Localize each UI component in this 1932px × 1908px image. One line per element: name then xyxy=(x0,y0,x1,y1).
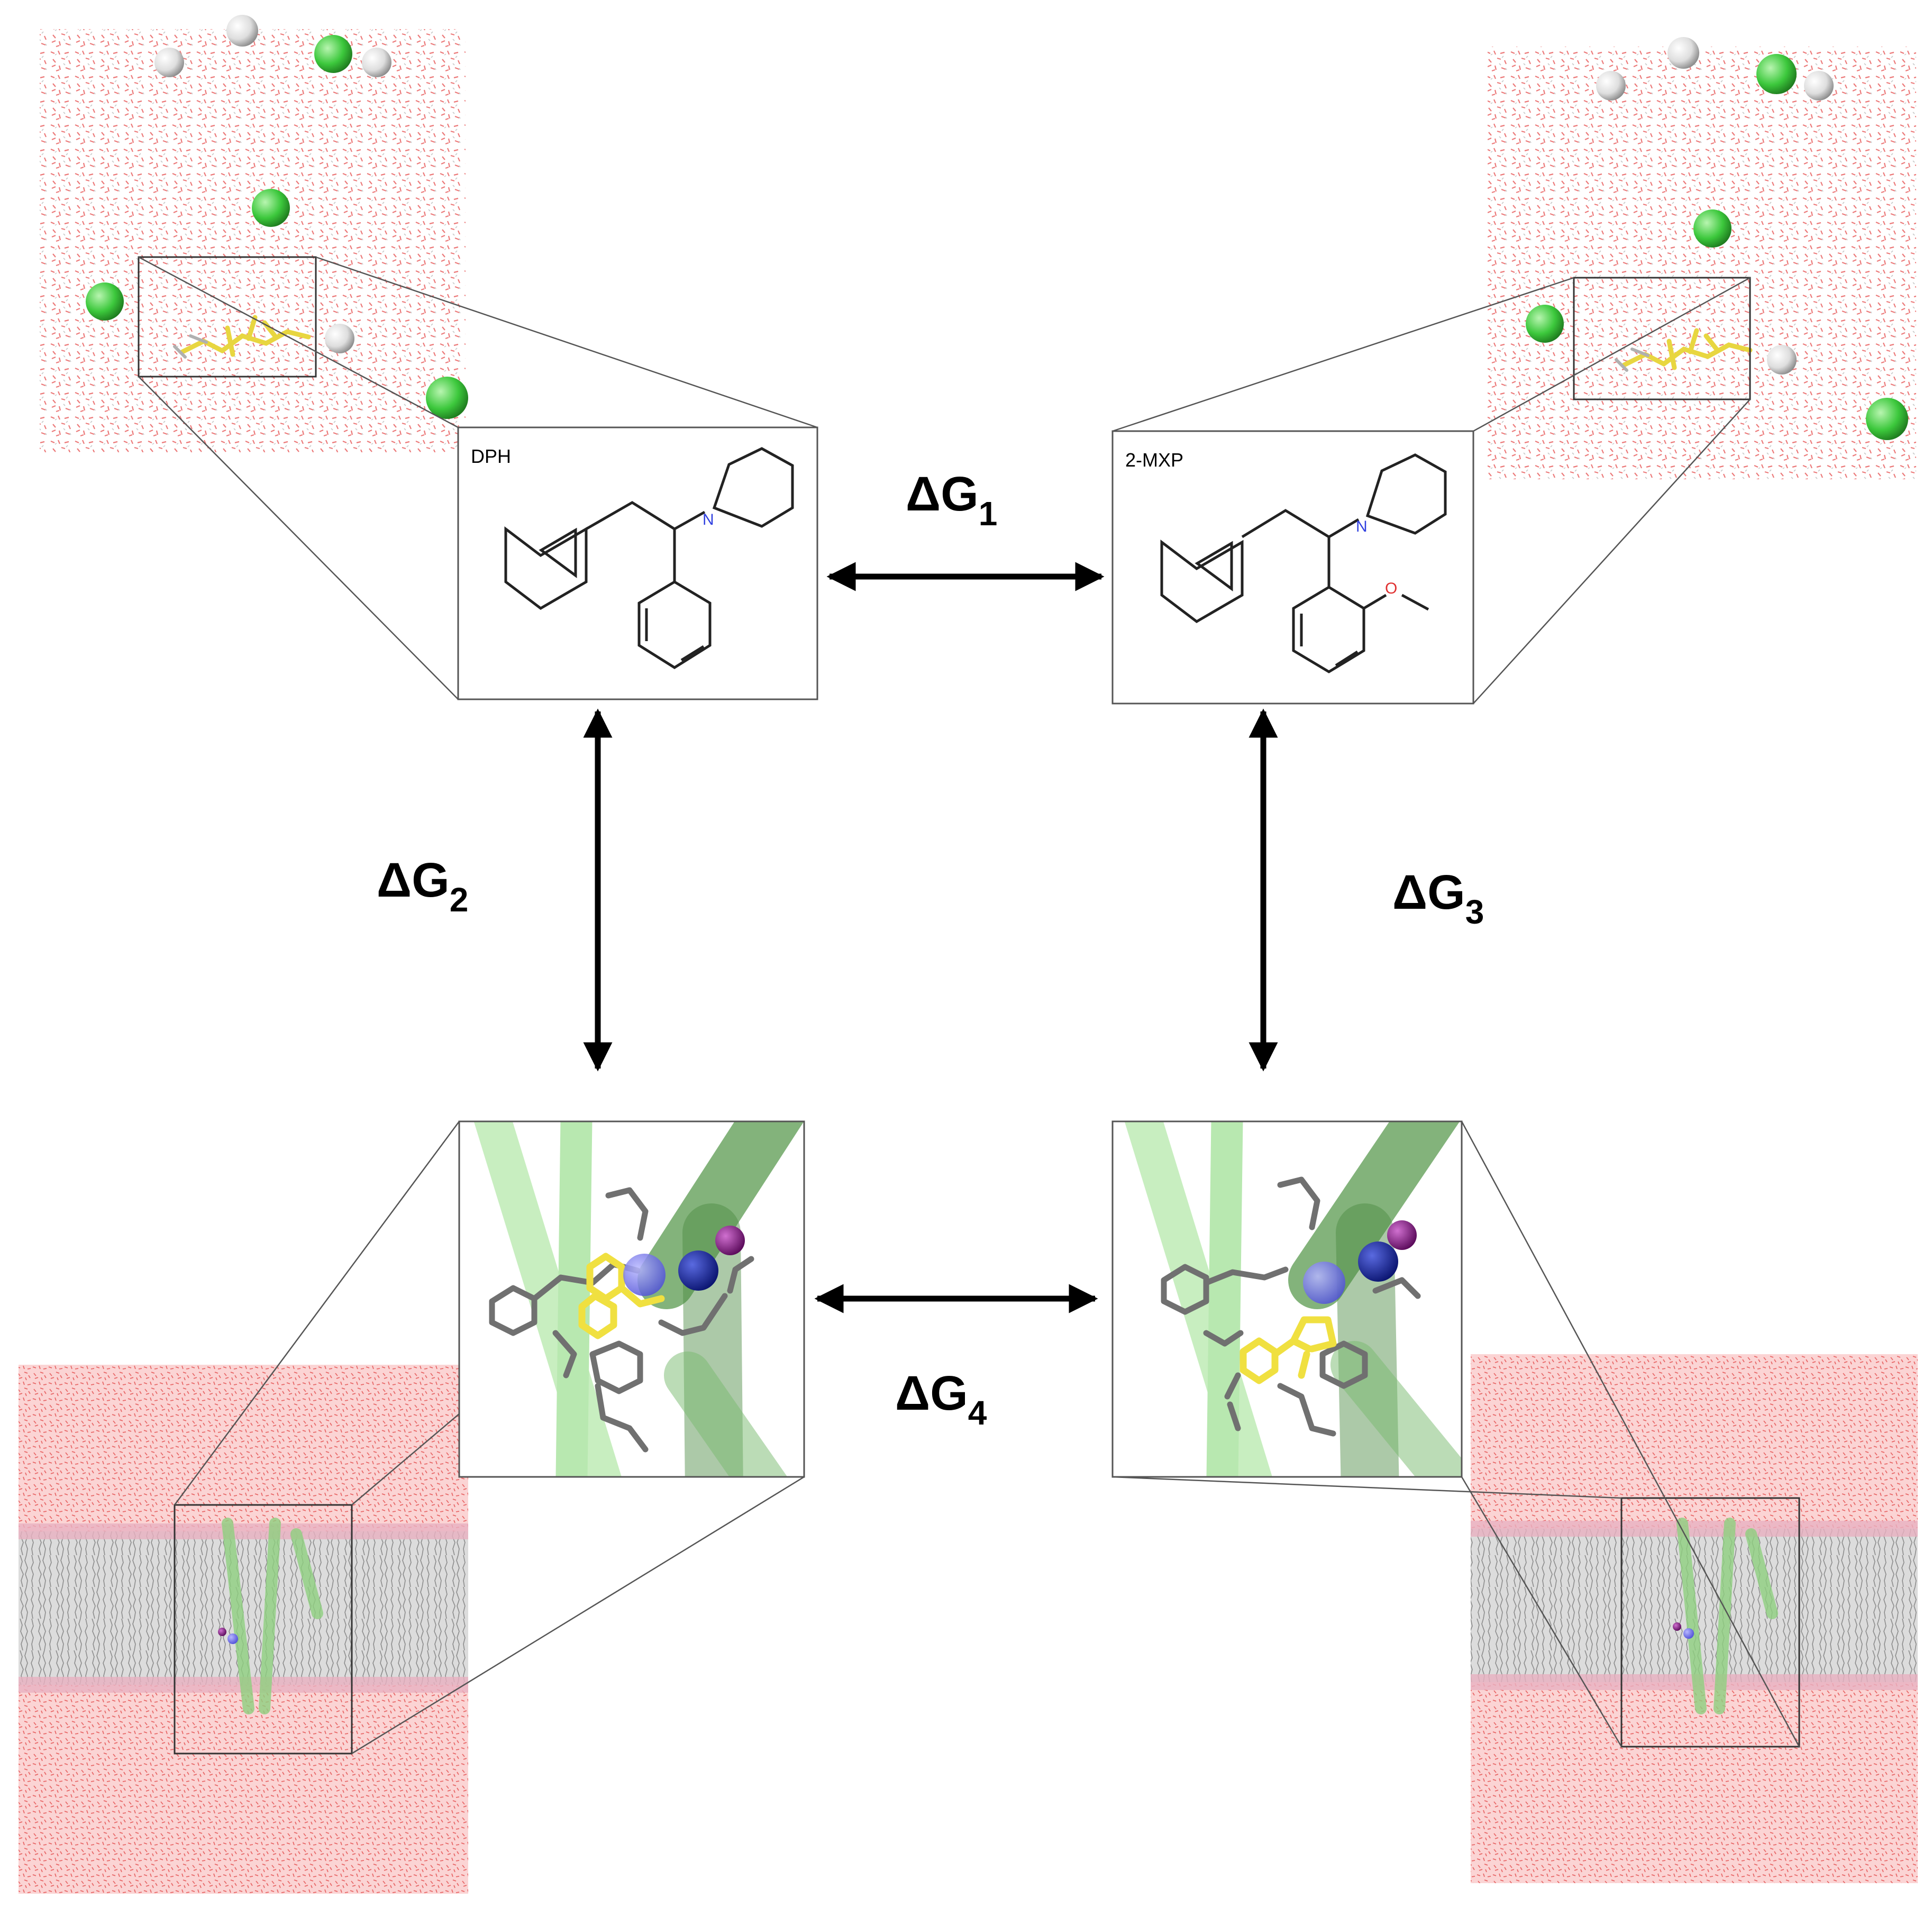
cl-ion xyxy=(678,1250,718,1291)
nitrogen-atom: N xyxy=(703,511,714,528)
cycle-arrows xyxy=(583,562,1278,1313)
molecule-name: 2-MXP xyxy=(1125,449,1183,471)
solvated-2mxp-water-box xyxy=(1488,37,1916,479)
dg2-label: ΔG2 xyxy=(377,853,468,919)
ion-white xyxy=(325,324,354,353)
dg2-subscript: 2 xyxy=(450,881,469,919)
na-ion xyxy=(1683,1628,1694,1639)
ion-green xyxy=(1526,305,1564,343)
dg1-label: ΔG1 xyxy=(906,467,997,533)
ligand-dph xyxy=(578,1253,665,1339)
k-ion xyxy=(1387,1220,1417,1250)
membrane-2mxp-system xyxy=(1471,1354,1918,1883)
zoom-connector-lines xyxy=(1112,277,1751,704)
na-ion xyxy=(623,1254,666,1296)
dg3-main: ΔG xyxy=(1392,865,1465,919)
ion-green xyxy=(426,377,468,419)
zoom-connector-lines xyxy=(1112,1121,1800,1747)
na-ion xyxy=(1303,1262,1345,1304)
ion-white xyxy=(1596,71,1626,101)
dph-binding-site-panel xyxy=(458,1120,805,1478)
zoom-connector-lines xyxy=(138,256,818,700)
ion-white xyxy=(226,15,258,47)
dg1-subscript: 1 xyxy=(979,495,998,533)
na-ion xyxy=(227,1633,238,1644)
solvated-dph-water-box xyxy=(40,15,468,452)
dg1-main: ΔG xyxy=(906,467,979,521)
ion-green xyxy=(1866,398,1908,440)
ligand-2mxp xyxy=(1240,1316,1337,1384)
molecule-name: DPH xyxy=(471,445,511,467)
dg2-main: ΔG xyxy=(377,853,450,907)
2mxp-binding-site-panel xyxy=(1111,1120,1463,1478)
dg3-label: ΔG3 xyxy=(1392,865,1484,931)
2mxp-skeleton xyxy=(1160,453,1447,673)
ion-white xyxy=(362,48,391,77)
dg4-main: ΔG xyxy=(895,1366,968,1420)
dg3-subscript: 3 xyxy=(1465,893,1484,931)
ion-white xyxy=(1767,345,1797,375)
ion-green xyxy=(252,189,290,227)
ligand-sticks xyxy=(1615,328,1753,372)
ion-green xyxy=(1756,54,1797,94)
zoom-box xyxy=(1573,277,1751,400)
ion-white xyxy=(1667,37,1699,69)
ion-green xyxy=(1693,209,1731,248)
zoom-box xyxy=(1620,1497,1800,1748)
k-ion xyxy=(1673,1622,1681,1631)
2mxp-structure-panel: 2-MXP N O xyxy=(1111,430,1474,705)
dph-structure-panel: DPH N xyxy=(457,426,818,700)
k-ion xyxy=(715,1226,745,1255)
zoom-box xyxy=(138,256,317,378)
zoom-box xyxy=(174,1504,353,1755)
cl-ion xyxy=(1358,1241,1398,1282)
ion-green xyxy=(314,35,352,73)
dg4-subscript: 4 xyxy=(968,1394,987,1432)
dg4-label: ΔG4 xyxy=(895,1366,987,1432)
ion-white xyxy=(1804,71,1834,101)
dph-skeleton xyxy=(504,447,794,669)
membrane-dph-system xyxy=(19,1365,468,1894)
k-ion xyxy=(218,1628,226,1636)
residue-sticks xyxy=(1161,1176,1421,1437)
protein-helices xyxy=(1676,1518,1778,1714)
ion-white xyxy=(154,48,184,77)
nitrogen-atom: N xyxy=(1356,518,1368,535)
protein-helices xyxy=(222,1518,323,1714)
oxygen-atom: O xyxy=(1385,580,1397,597)
ion-green xyxy=(86,282,124,321)
